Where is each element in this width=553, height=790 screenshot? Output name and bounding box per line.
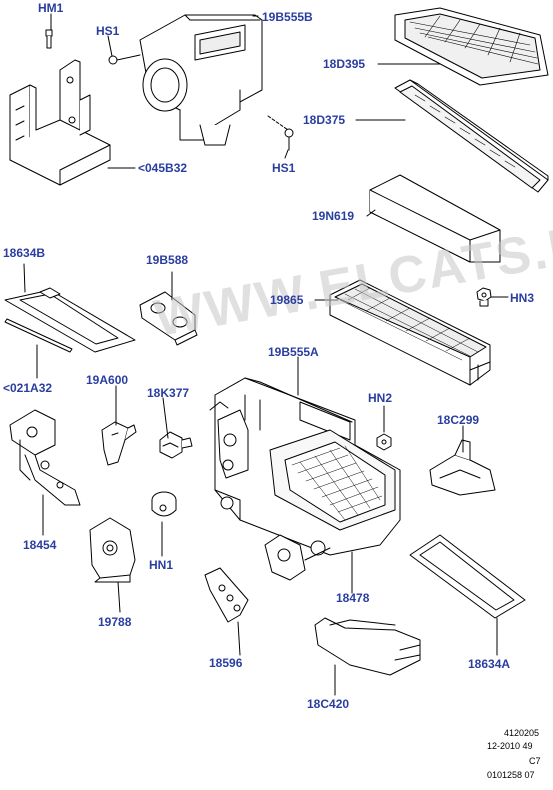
actuator-18454-part — [9, 409, 81, 506]
ref-line-1: 4120205 — [504, 728, 540, 738]
label-045b32: <045B32 — [138, 161, 188, 175]
label-19a600: 19A600 — [86, 373, 129, 387]
label-19b555a: 19B555A — [268, 345, 319, 359]
label-19865: 19865 — [270, 293, 304, 307]
label-19b588: 19B588 — [146, 253, 189, 267]
label-18634b: 18634B — [3, 246, 46, 260]
label-021a32: <021A32 — [3, 381, 53, 395]
label-hm1: HM1 — [38, 1, 64, 15]
connector-18k377-part — [159, 431, 193, 459]
label-hn2: HN2 — [368, 391, 393, 405]
sensor-19a600-part — [101, 421, 137, 466]
filter-19n619-part — [369, 174, 501, 263]
label-18c299: 18C299 — [437, 413, 480, 427]
gasket-18634b-part — [4, 287, 136, 353]
label-18d395: 18D395 — [323, 57, 366, 71]
blower-housing-19b555b-part — [108, 14, 263, 146]
label-19b555b: 19B555B — [262, 10, 313, 24]
leader-lines — [23, 13, 509, 696]
ref-line-4: 0101258 07 — [487, 770, 535, 780]
ref-line-2: 12-2010 49 — [487, 741, 533, 751]
label-hn3: HN3 — [510, 291, 535, 305]
screw-hs1-part — [267, 115, 294, 151]
blower-motor-18478-part — [264, 534, 331, 581]
nut-hn1-part — [151, 491, 177, 517]
filter-18d375-part — [394, 79, 549, 193]
ref-line-3: C7 — [529, 756, 541, 766]
label-18k377: 18K377 — [147, 386, 190, 400]
label-18634a: 18634A — [468, 657, 511, 671]
label-hs1-top: HS1 — [96, 24, 120, 38]
label-hs1-mid: HS1 — [272, 161, 296, 175]
filter-18d395-part — [394, 7, 549, 86]
bracket-18596-part — [204, 567, 249, 623]
label-18d375: 18D375 — [303, 113, 346, 127]
label-18454: 18454 — [23, 538, 57, 552]
duct-18c420-part — [314, 617, 421, 676]
label-18478: 18478 — [336, 591, 370, 605]
gasket-18634a-part — [409, 534, 526, 619]
label-18c420: 18C420 — [307, 697, 350, 711]
label-19788: 19788 — [98, 615, 132, 629]
nut-hn2-part — [376, 433, 392, 451]
label-hn1: HN1 — [149, 558, 174, 572]
filter-19865-part — [329, 279, 491, 386]
bracket-19788-part — [89, 517, 136, 583]
seal-19b588-part — [139, 291, 198, 346]
label-19n619: 19N619 — [312, 209, 355, 223]
heater-housing-19b555a-part — [209, 377, 401, 556]
label-18596: 18596 — [209, 656, 243, 670]
bracket-045b32-part — [9, 29, 111, 186]
seal-021a32-part — [4, 318, 73, 353]
